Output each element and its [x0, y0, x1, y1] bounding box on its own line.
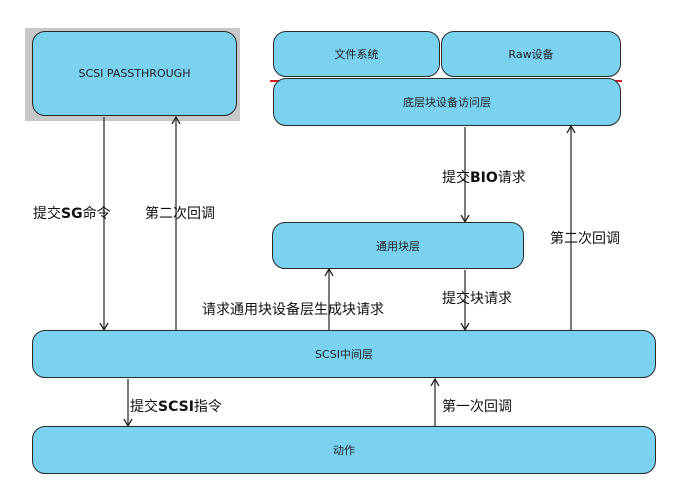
bottom-block-layer-box: 底层块设备访问层 — [273, 78, 621, 126]
action-label: 动作 — [333, 444, 355, 457]
raw-device-label: Raw设备 — [508, 48, 554, 61]
submit-scsi-suffix: 指令 — [193, 399, 222, 415]
submit-bio-bold: BIO — [470, 170, 498, 186]
scsi-passthrough-label: SCSI PASSTHROUGH — [78, 67, 191, 80]
label-second-callback-left: 第二次回调 — [145, 206, 215, 222]
submit-sg-suffix: 命令 — [82, 206, 111, 222]
submit-sg-prefix: 提交 — [33, 206, 61, 222]
scsi-middle-layer-box: SCSI中间层 — [32, 330, 656, 378]
submit-scsi-prefix: 提交 — [130, 399, 158, 415]
file-system-label: 文件系统 — [334, 48, 379, 61]
action-box: 动作 — [32, 426, 656, 474]
raw-device-box: Raw设备 — [441, 31, 621, 77]
label-second-callback-right: 第二次回调 — [550, 231, 620, 247]
submit-scsi-bold: SCSI — [158, 399, 194, 415]
label-first-callback: 第一次回调 — [442, 399, 512, 415]
label-submit-bio: 提交BIO请求 — [442, 167, 526, 187]
submit-sg-bold: SG — [61, 206, 83, 222]
scsi-passthrough-box: SCSI PASSTHROUGH — [32, 31, 237, 116]
generic-block-layer-label: 通用块层 — [376, 239, 420, 253]
scsi-middle-layer-label: SCSI中间层 — [315, 348, 373, 361]
label-submit-sg: 提交SG命令 — [33, 203, 111, 223]
label-request-generic: 请求通用块设备层生成块请求 — [202, 302, 384, 318]
generic-block-layer-box: 通用块层 — [272, 222, 524, 269]
label-submit-scsi: 提交SCSI指令 — [130, 396, 222, 416]
bottom-block-layer-label: 底层块设备访问层 — [403, 96, 491, 109]
submit-bio-prefix: 提交 — [442, 170, 470, 186]
submit-bio-suffix: 请求 — [497, 170, 526, 186]
file-system-box: 文件系统 — [273, 31, 440, 77]
label-submit-block-request: 提交块请求 — [442, 291, 512, 307]
